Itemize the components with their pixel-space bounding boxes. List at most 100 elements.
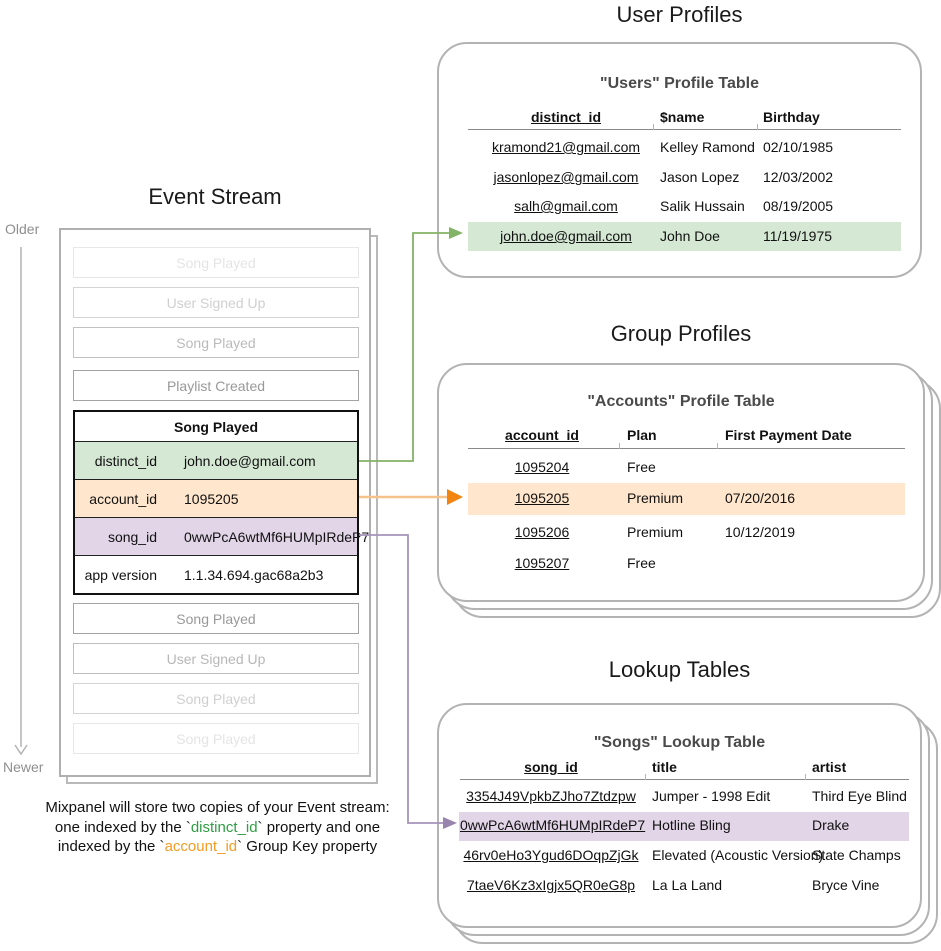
column-tick: [645, 774, 646, 780]
property-key: account_id: [89, 490, 157, 507]
caption-account-id: account_id: [164, 838, 238, 855]
event-row-faded: Playlist Created: [73, 370, 359, 401]
cell-artist: State Champs: [812, 847, 901, 863]
column-tick: [805, 774, 806, 780]
table-row: 1095204 Free: [439, 459, 923, 477]
cell-title: Hotline Bling: [652, 817, 731, 833]
highlighted-row-background: [468, 222, 901, 251]
cell-song-id: 3354J49VpkbZJho7Ztdzpw: [466, 788, 636, 804]
caption-line-3: indexed by the `account_id` Group Key pr…: [57, 838, 378, 855]
column-header-plan: Plan: [627, 427, 657, 443]
column-tick: [717, 443, 718, 449]
table-header-row: song_id title artist: [439, 759, 920, 777]
users-table-title: "Users" Profile Table: [600, 75, 759, 92]
cell-artist: Bryce Vine: [812, 877, 880, 893]
table-row: jasonlopez@gmail.com Jason Lopez 12/03/2…: [439, 169, 920, 187]
table-row: 46rv0eHo3Ygud6DOqpZjGk Elevated (Acousti…: [439, 847, 920, 865]
event-stream-title: Event Stream: [148, 184, 282, 209]
cell-plan: Premium: [627, 490, 684, 506]
cell-birthday: 12/03/2002: [763, 169, 834, 185]
event-property-account-id: account_id 1095205: [75, 479, 357, 517]
column-header-account-id: account_id: [505, 427, 579, 443]
property-key: song_id: [107, 528, 157, 545]
cell-birthday: 11/19/1975: [763, 228, 833, 244]
cell-account-id: 1095207: [514, 555, 570, 571]
cell-title: Jumper - 1998 Edit: [652, 788, 771, 804]
table-row: salh@gmail.com Salik Hussain 08/19/2005: [439, 198, 920, 216]
event-label: Song Played: [176, 334, 256, 351]
column-header-first-payment-date: First Payment Date: [725, 427, 852, 443]
table-row-highlighted: 1095205 Premium 07/20/2016: [439, 490, 923, 508]
event-property-song-id: song_id 0wwPcA6wtMf6HUMpIRdeP7: [75, 517, 369, 555]
cell-name: John Doe: [660, 228, 720, 244]
property-key: app version: [84, 566, 157, 583]
property-value: 1.1.34.694.gac68a2b3: [184, 566, 324, 583]
event-label: Playlist Created: [166, 377, 266, 394]
event-row-faded: Song Played: [73, 603, 359, 634]
newer-label: Newer: [3, 759, 44, 775]
cell-song-id: 7taeV6Kz3xIgjx5QR0eG8p: [466, 877, 636, 893]
cell-artist: Third Eye Blind: [812, 788, 907, 804]
cell-birthday: 08/19/2005: [763, 198, 834, 214]
highlighted-row-background: [468, 483, 905, 515]
cell-account-id: 1095206: [514, 524, 570, 540]
event-row-faded: User Signed Up: [73, 287, 359, 318]
cell-birthday: 02/10/1985: [763, 139, 834, 155]
songs-table-title: "Songs" Lookup Table: [593, 734, 766, 751]
column-tick: [757, 124, 758, 130]
cell-account-id: 1095204: [514, 459, 570, 475]
users-profile-table-card: "Users" Profile Table distinct_id $name …: [437, 42, 922, 278]
caption-line-2: one indexed by the `distinct_id` propert…: [54, 818, 381, 836]
table-row: 3354J49VpkbZJho7Ztdzpw Jumper - 1998 Edi…: [439, 788, 920, 806]
cell-title: Elevated (Acoustic Version): [652, 847, 824, 863]
cell-distinct-id: kramond21@gmail.com: [491, 139, 641, 155]
cell-first-payment-date: 07/20/2016: [725, 490, 796, 506]
column-header-distinct-id: distinct_id: [530, 109, 601, 125]
property-value: 0wwPcA6wtMf6HUMpIRdeP7: [184, 528, 370, 545]
cell-first-payment-date: 10/12/2019: [725, 524, 796, 540]
highlighted-row-background: [459, 812, 909, 841]
column-header-title: title: [652, 759, 677, 775]
caption-line-1: Mixpanel will store two copies of your E…: [45, 799, 390, 816]
cell-title: La La Land: [652, 877, 723, 893]
event-label: Song Played: [176, 610, 256, 627]
caption-distinct-id: distinct_id: [190, 818, 258, 836]
user-profiles-title: User Profiles: [616, 2, 743, 27]
cell-artist: Drake: [812, 817, 850, 833]
expanded-event-title: Song Played: [173, 418, 259, 435]
cell-plan: Free: [627, 459, 656, 475]
cell-account-id: 1095205: [514, 490, 570, 506]
cell-plan: Premium: [627, 524, 684, 540]
table-row: 7taeV6Kz3xIgjx5QR0eG8p La La Land Bryce …: [439, 877, 920, 895]
table-row: 1095207 Free: [439, 555, 923, 573]
table-row: kramond21@gmail.com Kelley Ramond 02/10/…: [439, 139, 920, 157]
column-header-birthday: Birthday: [763, 109, 820, 125]
event-label: Song Played: [176, 690, 256, 707]
column-header-artist: artist: [812, 759, 847, 775]
caption: Mixpanel will store two copies of your E…: [20, 798, 415, 857]
older-label: Older: [5, 221, 40, 237]
event-row-faded: Song Played: [73, 723, 359, 754]
cell-distinct-id: john.doe@gmail.com: [500, 228, 632, 244]
event-row-faded: Song Played: [73, 683, 359, 714]
event-label: User Signed Up: [166, 294, 266, 311]
cell-name: Salik Hussain: [660, 198, 745, 214]
songs-lookup-table-card: "Songs" Lookup Table song_id title artis…: [437, 703, 922, 928]
group-profiles-title: Group Profiles: [610, 321, 752, 346]
table-row-highlighted: john.doe@gmail.com John Doe 11/19/1975: [439, 228, 920, 246]
table-row: 1095206 Premium 10/12/2019: [439, 524, 923, 542]
property-value: 1095205: [184, 490, 239, 507]
cell-distinct-id: jasonlopez@gmail.com: [493, 169, 639, 185]
event-property-distinct-id: distinct_id john.doe@gmail.com: [75, 441, 357, 479]
table-header-row: account_id Plan First Payment Date: [439, 427, 923, 445]
column-header-name: $name: [660, 109, 705, 125]
column-tick: [619, 443, 620, 449]
column-tick: [653, 124, 654, 130]
property-key: distinct_id: [94, 452, 157, 469]
lookup-tables-title: Lookup Tables: [608, 657, 751, 682]
accounts-table-title: "Accounts" Profile Table: [587, 393, 775, 410]
cell-name: Jason Lopez: [660, 169, 740, 185]
property-value: john.doe@gmail.com: [184, 452, 316, 469]
event-label: User Signed Up: [166, 650, 266, 667]
